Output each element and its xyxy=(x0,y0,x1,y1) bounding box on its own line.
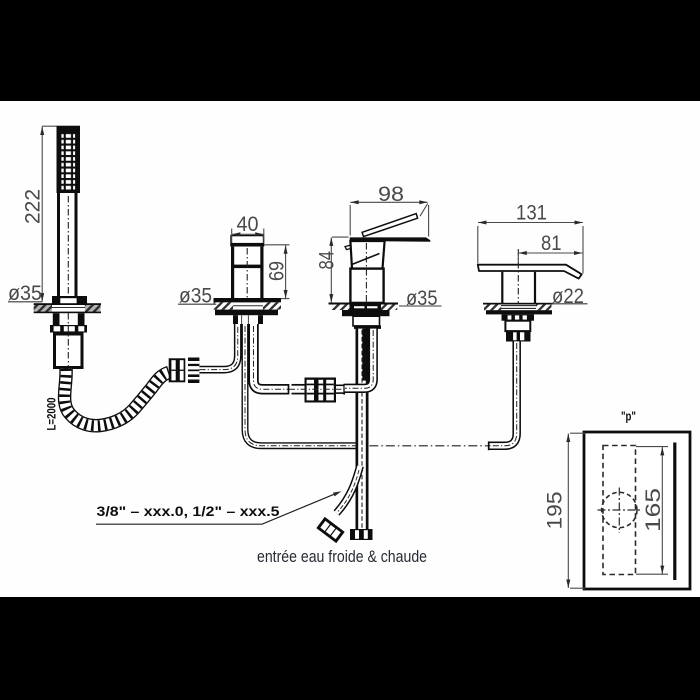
svg-text:3/8" – xxx.0, 1/2" – xxx.5: 3/8" – xxx.0, 1/2" – xxx.5 xyxy=(97,504,280,519)
svg-text:81: 81 xyxy=(541,232,562,255)
svg-text:ø22: ø22 xyxy=(552,285,584,308)
svg-text:ø35: ø35 xyxy=(8,282,42,305)
svg-text:ø35: ø35 xyxy=(406,287,438,310)
svg-text:L=2000: L=2000 xyxy=(47,398,59,431)
svg-text:69: 69 xyxy=(266,261,289,281)
svg-text:165: 165 xyxy=(642,488,665,532)
svg-text:ø35: ø35 xyxy=(179,285,212,308)
svg-text:195: 195 xyxy=(544,492,567,530)
svg-text:222: 222 xyxy=(22,189,45,224)
svg-text:98: 98 xyxy=(378,183,404,206)
svg-text:"p": "p" xyxy=(621,410,636,424)
svg-text:131: 131 xyxy=(516,202,547,225)
svg-text:84: 84 xyxy=(316,251,339,270)
svg-text:40: 40 xyxy=(237,213,259,236)
svg-text:entrée eau froide & chaude: entrée eau froide & chaude xyxy=(257,547,427,566)
